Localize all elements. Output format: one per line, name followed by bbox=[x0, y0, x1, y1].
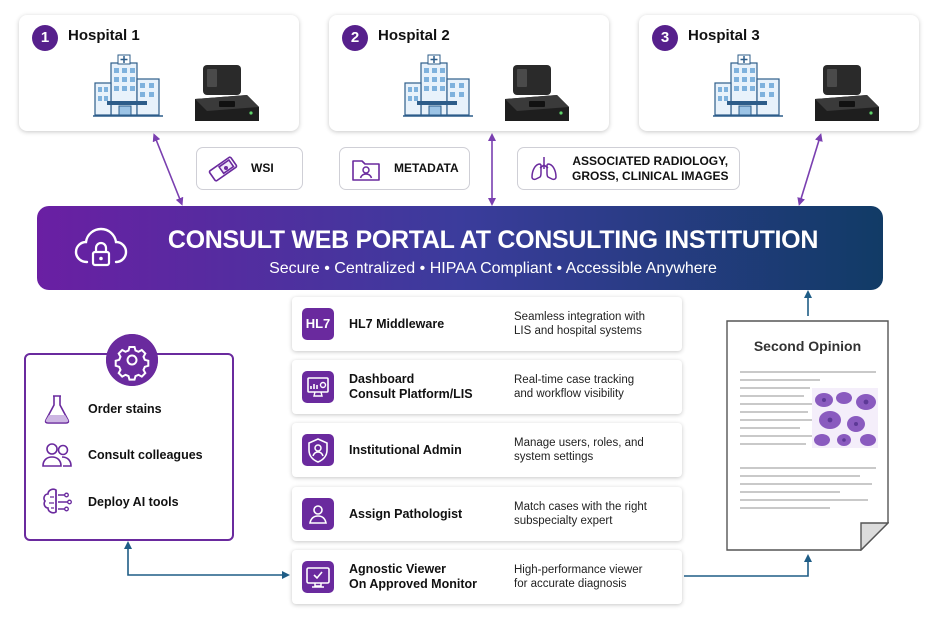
data-chip-label-line2: GROSS, CLINICAL IMAGES bbox=[572, 168, 729, 183]
hospital-number-badge: 2 bbox=[342, 25, 368, 51]
portal-title: CONSULT WEB PORTAL AT CONSULTING INSTITU… bbox=[167, 226, 819, 254]
service-description-line1: High-performance viewer bbox=[514, 564, 643, 576]
service-description: Manage users, roles, and system settings bbox=[514, 423, 679, 477]
service-description: Real-time case tracking and workflow vis… bbox=[514, 360, 679, 414]
portal-subtitle: Secure • Centralized • HIPAA Compliant •… bbox=[269, 260, 717, 277]
arrow-viewer-second-opinion bbox=[684, 554, 812, 577]
data-chip-label: WSI bbox=[251, 161, 274, 175]
hospital-number-badge: 1 bbox=[32, 25, 58, 51]
service-description: Seamless integration with LIS and hospit… bbox=[514, 297, 679, 351]
service-name-line1: Assign Pathologist bbox=[349, 506, 463, 521]
hl7-icon-text: HL7 bbox=[305, 316, 331, 331]
service-description-line2: subspecialty expert bbox=[514, 515, 613, 527]
service-name-line1: Dashboard bbox=[349, 372, 415, 386]
service-description: Match cases with the right subspecialty … bbox=[514, 487, 679, 541]
monitor-icon bbox=[302, 561, 334, 593]
user-icon bbox=[302, 498, 334, 530]
slide-scanner-icon bbox=[505, 65, 569, 121]
tool-consult-colleagues: Consult colleagues bbox=[40, 439, 203, 471]
arrow-hospital3-portal bbox=[797, 133, 823, 206]
service-agnostic-viewer: Agnostic Viewer On Approved Monitor High… bbox=[292, 550, 682, 604]
flask-icon bbox=[44, 395, 70, 424]
hospital-card-2: 2 Hospital 2 bbox=[329, 15, 609, 131]
hospital-building-icon bbox=[713, 54, 783, 117]
cloud-lock-icon bbox=[74, 227, 128, 267]
service-description-line2: and workflow visibility bbox=[514, 388, 624, 400]
lungs-icon bbox=[531, 156, 557, 180]
data-chip-associated-images: ASSOCIATED RADIOLOGY, GROSS, CLINICAL IM… bbox=[517, 147, 740, 190]
service-name: Agnostic Viewer On Approved Monitor bbox=[349, 550, 477, 604]
gear-icon bbox=[106, 334, 158, 386]
service-hl7-middleware: HL7 HL7 Middleware Seamless integration … bbox=[292, 297, 682, 351]
hospital-number-badge: 3 bbox=[652, 25, 678, 51]
service-institutional-admin: Institutional Admin Manage users, roles,… bbox=[292, 423, 682, 477]
people-icon bbox=[42, 443, 72, 467]
service-description-line1: Seamless integration with bbox=[514, 311, 646, 323]
service-description-line2: for accurate diagnosis bbox=[514, 578, 627, 590]
service-description: High-performance viewer for accurate dia… bbox=[514, 550, 679, 604]
service-dashboard: Dashboard Consult Platform/LIS Real-time… bbox=[292, 360, 682, 414]
tool-deploy-ai: Deploy AI tools bbox=[40, 486, 179, 518]
brain-circuit-icon bbox=[43, 488, 72, 514]
dashboard-icon bbox=[302, 371, 334, 403]
tool-label: Deploy AI tools bbox=[88, 495, 179, 509]
tool-label: Order stains bbox=[88, 402, 162, 416]
slide-scanner-icon bbox=[815, 65, 879, 121]
service-description-line1: Real-time case tracking bbox=[514, 374, 635, 386]
second-opinion-document: Second Opinion bbox=[726, 320, 889, 551]
person-folder-icon bbox=[352, 159, 380, 181]
data-chip-label: METADATA bbox=[394, 161, 459, 175]
hospital-building-icon bbox=[403, 54, 473, 117]
service-name-line2: On Approved Monitor bbox=[349, 577, 477, 591]
hospital-title: Hospital 3 bbox=[688, 27, 760, 44]
service-name: Institutional Admin bbox=[349, 423, 462, 477]
hl7-icon: HL7 bbox=[302, 308, 334, 340]
data-chip-label-line1: ASSOCIATED RADIOLOGY, bbox=[572, 153, 729, 168]
slide-icon bbox=[208, 155, 238, 182]
service-name: HL7 Middleware bbox=[349, 297, 444, 351]
hospital-title: Hospital 2 bbox=[378, 27, 450, 44]
service-description-line2: system settings bbox=[514, 451, 594, 463]
service-description-line1: Match cases with the right bbox=[514, 501, 647, 513]
document-page bbox=[726, 320, 889, 551]
hospital-building-icon bbox=[93, 54, 163, 117]
hospital-title: Hospital 1 bbox=[68, 27, 140, 44]
tool-label: Consult colleagues bbox=[88, 448, 203, 462]
slide-scanner-icon bbox=[195, 65, 259, 121]
data-chip-wsi: WSI bbox=[196, 147, 303, 190]
histology-thumbnail bbox=[812, 388, 878, 448]
arrow-hospital1-portal bbox=[152, 133, 184, 206]
arrow-tools-viewer bbox=[124, 541, 290, 579]
data-chip-label: ASSOCIATED RADIOLOGY, GROSS, CLINICAL IM… bbox=[572, 154, 728, 184]
service-name: Assign Pathologist bbox=[349, 487, 462, 541]
shield-user-icon bbox=[302, 434, 334, 466]
consult-web-portal-banner: CONSULT WEB PORTAL AT CONSULTING INSTITU… bbox=[37, 206, 883, 290]
hospital-card-1: 1 Hospital 1 bbox=[19, 15, 299, 131]
service-name-line1: Institutional Admin bbox=[349, 442, 462, 457]
service-name-line1: HL7 Middleware bbox=[349, 316, 445, 331]
tool-order-stains: Order stains bbox=[40, 393, 162, 425]
second-opinion-title: Second Opinion bbox=[753, 338, 862, 354]
service-name-line1: Agnostic Viewer bbox=[349, 562, 447, 576]
data-chip-metadata: METADATA bbox=[339, 147, 470, 190]
service-description-line2: LIS and hospital systems bbox=[514, 325, 642, 337]
service-name-line2: Consult Platform/LIS bbox=[349, 387, 473, 401]
service-name: Dashboard Consult Platform/LIS bbox=[349, 360, 473, 414]
hospital-card-3: 3 Hospital 3 bbox=[639, 15, 919, 131]
pathologist-tools-panel: Order stains Consult colleagues Deploy A… bbox=[24, 334, 234, 541]
service-assign-pathologist: Assign Pathologist Match cases with the … bbox=[292, 487, 682, 541]
service-description-line1: Manage users, roles, and bbox=[514, 437, 644, 449]
